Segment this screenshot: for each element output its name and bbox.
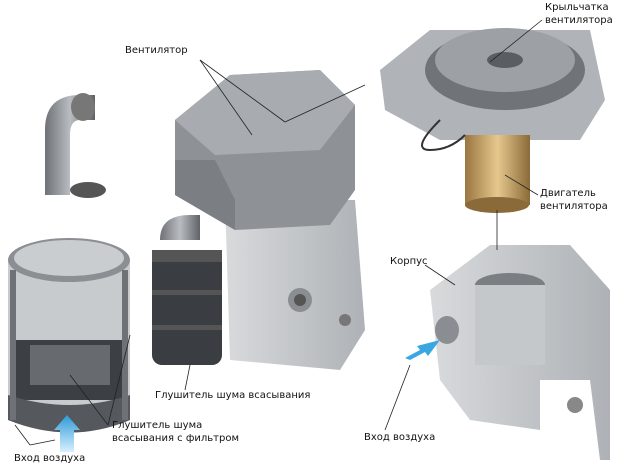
filter-silencer-illustration (8, 93, 130, 433)
air-inlet-arrow-left (54, 415, 80, 452)
impeller-label-line1: Крыльчатка (545, 2, 609, 13)
fan-assembly-illustration (380, 28, 605, 213)
intake-silencer-label: Глушитель шума всасывания (155, 390, 311, 401)
heater-illustration (152, 70, 365, 370)
housing-illustration (430, 245, 610, 460)
filter-silencer-label-line1: Глушитель шума (112, 420, 203, 431)
filter-silencer-label-line2: всасывания с фильтром (112, 433, 240, 444)
air-inlet-arrow-right (405, 340, 440, 360)
fan-label: Вентилятор (125, 45, 188, 56)
air-inlet-left-label: Вход воздуха (14, 453, 86, 464)
leader-lines (14, 19, 543, 446)
motor-label-line2: вентилятора (540, 201, 608, 212)
housing-label: Корпус (390, 256, 428, 267)
motor-label-line1: Двигатель (540, 188, 596, 199)
air-inlet-right-label: Вход воздуха (364, 432, 436, 443)
impeller-label-line2: вентилятора (545, 15, 613, 26)
